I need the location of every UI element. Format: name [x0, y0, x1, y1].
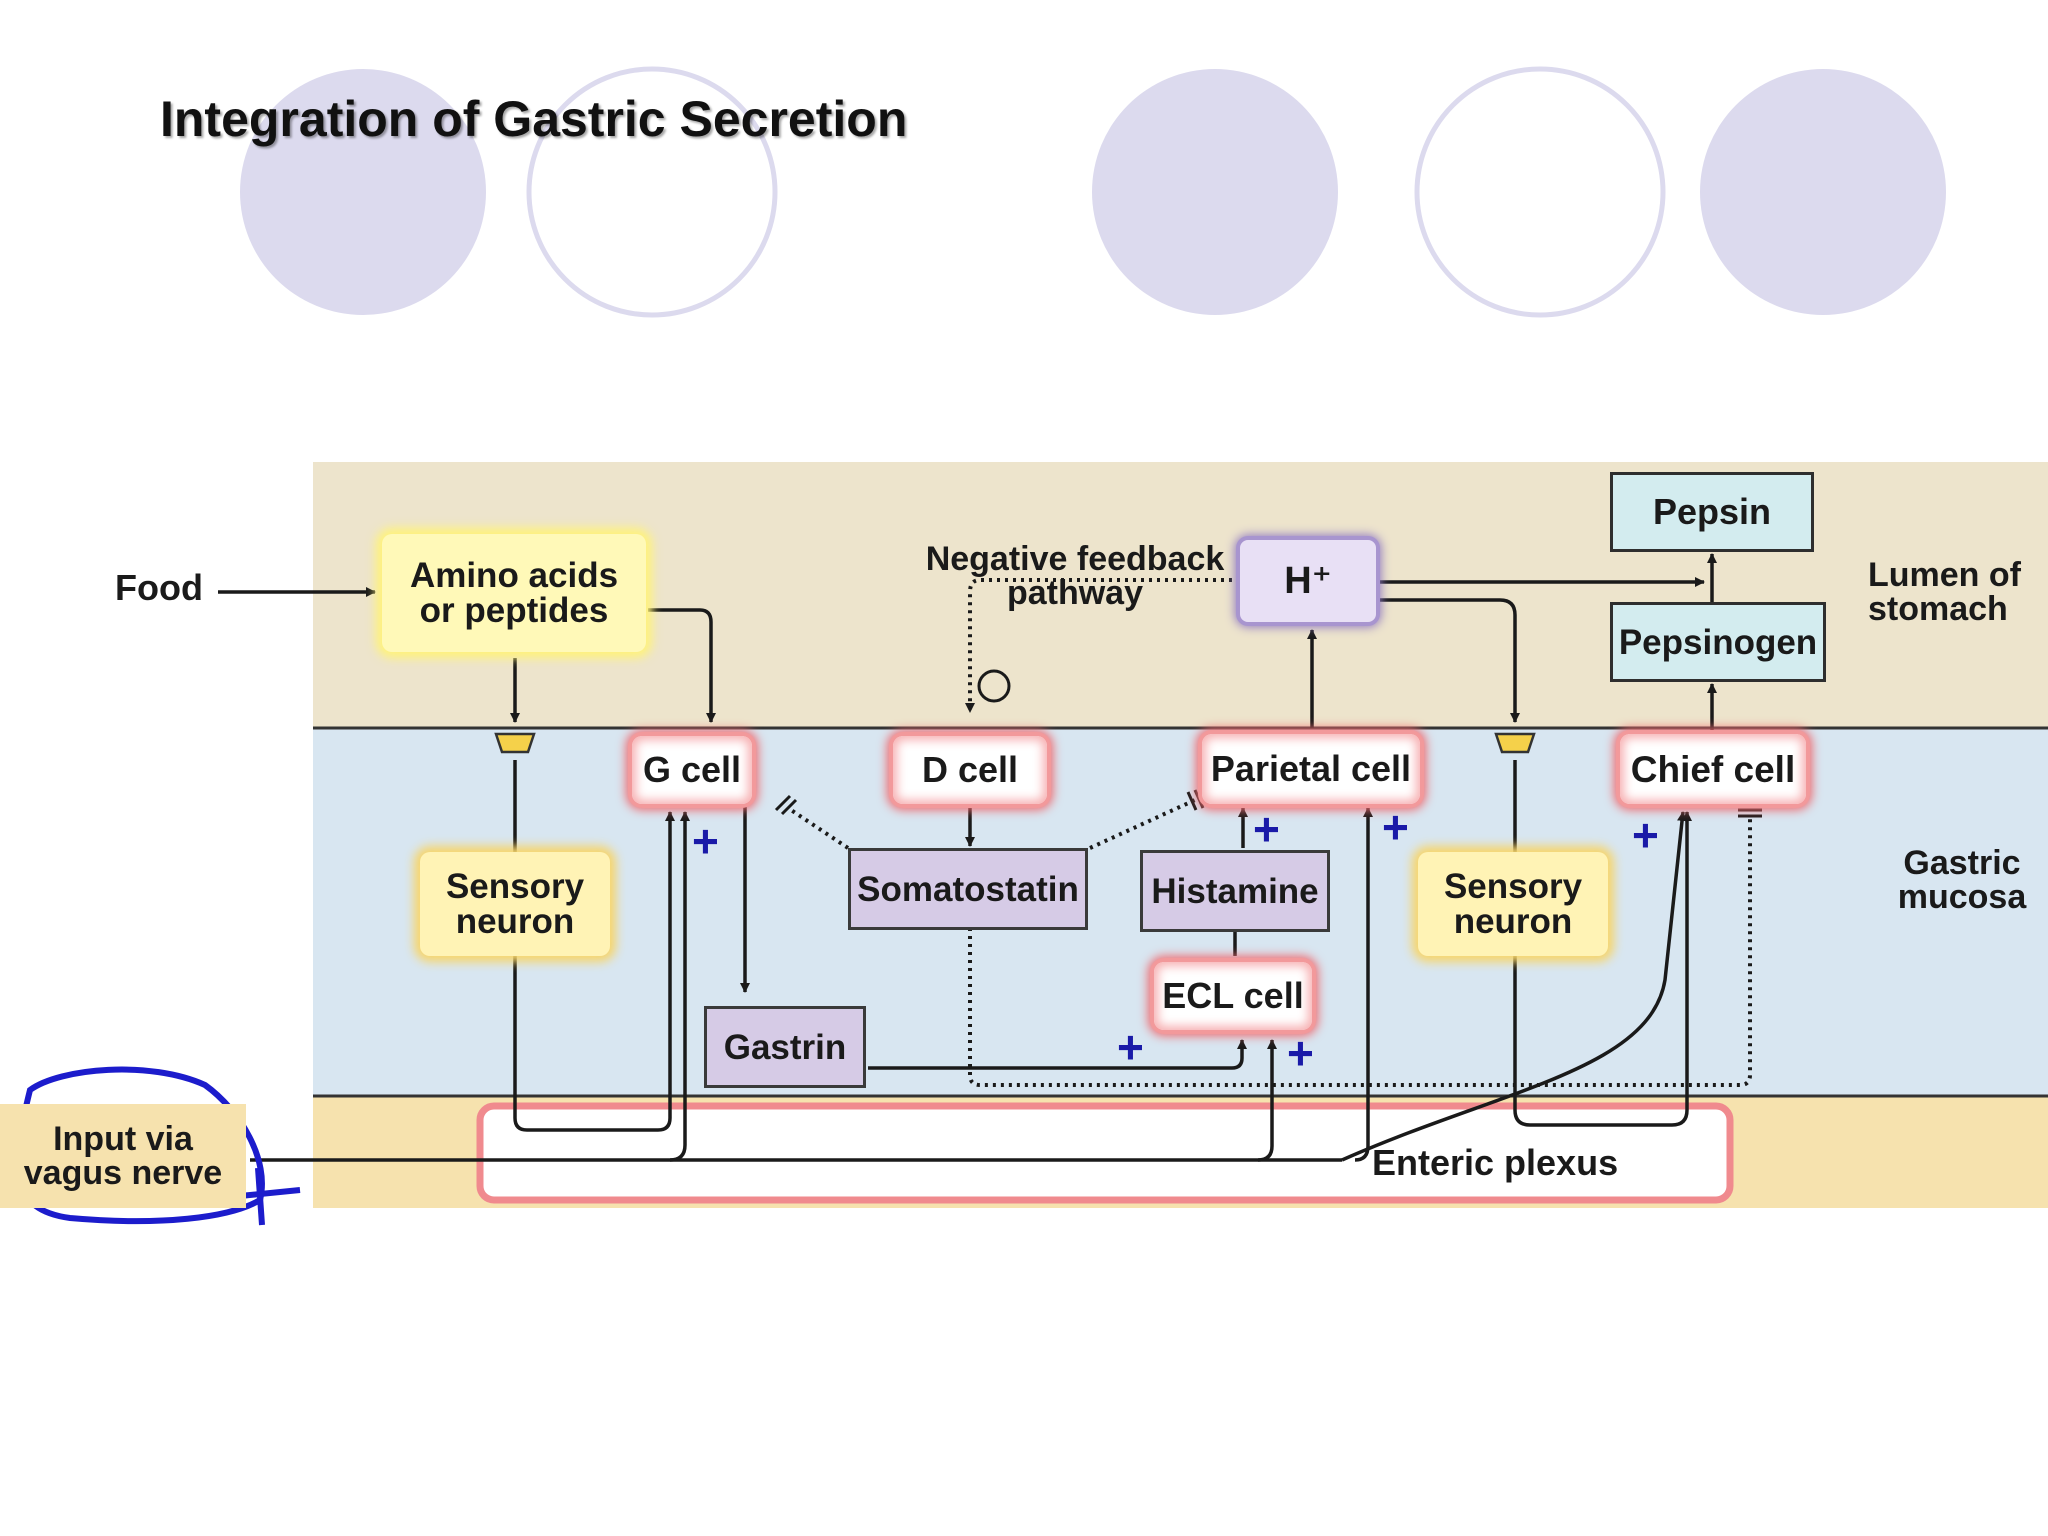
inhibit-bar-parietal-2	[1193, 789, 1205, 809]
somatostatin-label: Somatostatin	[857, 869, 1079, 909]
pepsin-label: Pepsin	[1652, 491, 1772, 532]
arrow-hplus-receptor	[1380, 598, 1520, 723]
circled-plus-ring	[977, 669, 1011, 703]
dotted-somatostatin-parietal	[1089, 798, 1196, 850]
hplus-label: H⁺	[1284, 560, 1332, 602]
sensory-neuron-left-label: Sensory neuron	[445, 867, 585, 941]
region-label-mucosa: Gastric mucosa	[1897, 844, 2027, 916]
decor-circle-1	[240, 69, 486, 315]
inhibit-bar-gcell-2	[780, 798, 798, 816]
somatostatin-box: Somatostatin	[848, 848, 1088, 930]
circled-plus-label: ⊕	[979, 669, 1009, 695]
histamine-label: Histamine	[1151, 871, 1319, 911]
vagus-input-label: Input via vagus nerve	[23, 1120, 223, 1192]
g-cell-box: G cell	[632, 736, 752, 804]
decor-circle-4	[1414, 66, 1666, 318]
d-cell-label: D cell	[921, 749, 1019, 790]
decor-circle-3	[1092, 69, 1338, 315]
gastrin-label: Gastrin	[723, 1027, 847, 1067]
pepsinogen-box: Pepsinogen	[1610, 602, 1826, 682]
decor-circle-2	[526, 66, 778, 318]
d-cell-box: D cell	[893, 736, 1047, 804]
inhibit-bar-parietal	[1186, 791, 1198, 811]
sensory-neuron-right-label: Sensory neuron	[1443, 867, 1583, 941]
line-sensory-right-plexus	[1513, 760, 1692, 1127]
pepsin-box: Pepsin	[1610, 472, 1814, 552]
plus-ecl-vagus: +	[1287, 1027, 1314, 1079]
amino-acids-box: Amino acids or peptides	[382, 534, 646, 652]
sensory-neuron-right-box: Sensory neuron	[1418, 852, 1608, 956]
arrow-gastrin-ecl	[868, 1039, 1247, 1070]
negative-feedback-label: Negative feedback pathway	[925, 540, 1225, 612]
sensory-receptor-left	[494, 732, 536, 754]
ecl-cell-box: ECL cell	[1154, 962, 1312, 1030]
plus-parietal-histamine: +	[1253, 803, 1280, 855]
sensory-neuron-left-box: Sensory neuron	[420, 852, 610, 956]
vagus-input-box: Input via vagus nerve	[0, 1104, 246, 1208]
inhibit-bar-gcell	[774, 794, 792, 812]
pepsinogen-label: Pepsinogen	[1618, 622, 1818, 662]
hplus-box: H⁺	[1240, 540, 1376, 622]
arrow-vagus-gcell	[669, 811, 690, 1162]
food-label: Food	[115, 567, 203, 608]
arrow-vagus-parietal	[1354, 807, 1373, 1162]
parietal-cell-label: Parietal cell	[1210, 748, 1412, 789]
g-cell-label: G cell	[642, 749, 742, 790]
vagus-annotation-tail	[239, 1167, 301, 1226]
line-sensory-left-plexus	[513, 760, 675, 1132]
arrow-vagus-chief	[1341, 811, 1688, 1162]
plus-chief: +	[1632, 809, 1659, 861]
decor-circle-5	[1700, 69, 1946, 315]
minus-chief: =	[1740, 796, 1746, 806]
histamine-box: Histamine	[1140, 850, 1330, 932]
plus-parietal-vagus: +	[1382, 801, 1409, 853]
parietal-cell-box: Parietal cell	[1202, 734, 1420, 804]
arrow-vagus-ecl	[1257, 1039, 1277, 1162]
plus-ecl-gastrin: +	[1117, 1021, 1144, 1073]
arrow-amino-gcell	[648, 608, 716, 723]
region-label-lumen: Lumen of stomach	[1868, 556, 2021, 628]
page-title: Integration of Gastric Secretion	[160, 91, 908, 147]
region-label-plexus: Enteric plexus	[1372, 1142, 1619, 1183]
plus-gcell: +	[692, 815, 719, 867]
amino-acids-label: Amino acids or peptides	[409, 556, 619, 630]
sensory-receptor-right	[1494, 732, 1536, 754]
ecl-cell-label: ECL cell	[1162, 975, 1304, 1016]
chief-cell-box: Chief cell	[1620, 734, 1806, 804]
chief-cell-label: Chief cell	[1630, 748, 1796, 790]
gastrin-box: Gastrin	[704, 1006, 866, 1088]
